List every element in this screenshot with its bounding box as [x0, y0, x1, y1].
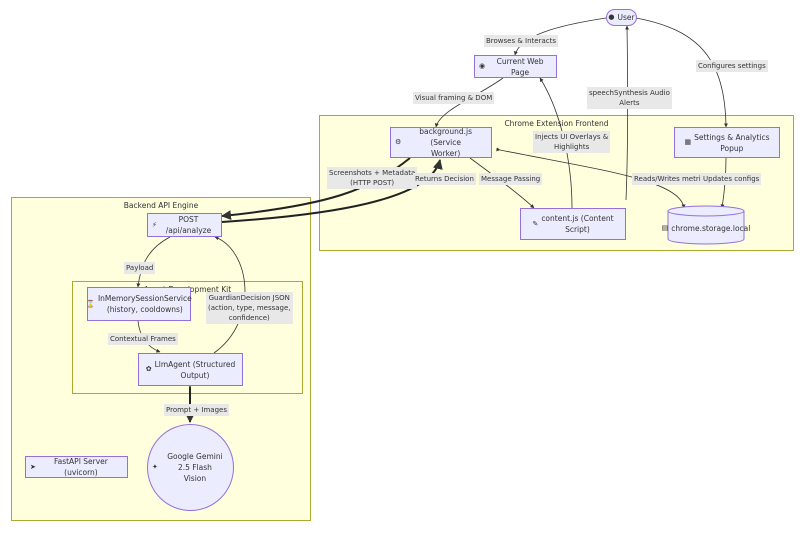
edge-label-guardian: GuardianDecision JSON (action, type, mes…	[206, 292, 293, 324]
edge-label-injects: Injects UI Overlays & Highlights	[533, 131, 611, 153]
edge-label-prompt: Prompt + Images	[164, 404, 229, 416]
node-fastapi-label: FastAPI Server (uvicorn)	[53, 457, 108, 477]
node-post-api-analyze[interactable]: ⚡ POST /api/analyze	[147, 213, 222, 237]
edge-label-returns: Returns Decision	[413, 173, 476, 185]
rocket-icon: ➤	[30, 462, 36, 471]
cabinet-icon: ▤	[661, 224, 669, 232]
node-fastapi-server[interactable]: ➤ FastAPI Server (uvicorn)	[25, 456, 128, 478]
node-chrome-storage-local[interactable]	[667, 205, 745, 245]
edge-guardian	[213, 236, 246, 354]
edge-label-payload: Payload	[124, 262, 156, 274]
node-webpage-label: Current Web Page	[496, 56, 544, 77]
plug-icon: ⚡	[152, 220, 157, 229]
pen-icon: ✎	[532, 219, 539, 228]
edge-configures	[635, 17, 728, 128]
grid-icon: ▦	[684, 138, 692, 146]
edge-label-configures: Configures settings	[696, 60, 768, 72]
hourglass-icon: ⌛	[86, 299, 95, 308]
edge-speech	[625, 25, 630, 201]
edge-label-speech: speechSynthesis Audio Alerts	[587, 87, 672, 109]
globe-icon: ◉	[479, 62, 486, 70]
node-settings-popup[interactable]: ▦Settings & Analytics Popup	[674, 127, 780, 158]
node-gemini-label: Google Gemini 2.5 Flash Vision	[167, 452, 223, 483]
node-google-gemini[interactable]: ✦ Google Gemini 2.5 Flash Vision	[147, 424, 234, 511]
cluster-title: Chrome Extension Frontend	[504, 119, 609, 128]
node-storage-label-wrap: ▤chrome.storage.local	[662, 218, 751, 238]
node-user[interactable]: ●User	[606, 9, 637, 26]
node-storage-label: chrome.storage.local	[671, 223, 751, 233]
node-inmemory-session-service[interactable]: ⌛InMemorySessionService (history, cooldo…	[86, 287, 192, 321]
sparkle-icon: ✦	[152, 463, 158, 471]
edge-label-visual: Visual framing & DOM	[413, 92, 495, 104]
node-agent-label: LlmAgent (Structured Output)	[154, 359, 236, 380]
edge-label-updates: Updates configs	[701, 173, 762, 185]
gear-icon: ⚙	[395, 138, 402, 146]
edge-label-message: Message Passing	[479, 173, 543, 185]
edge-label-reads: Reads/Writes metrics	[632, 173, 711, 185]
node-background-label: background.js (Service Worker)	[419, 127, 472, 158]
edge-label-contextual: Contextual Frames	[108, 333, 178, 345]
node-user-label: User	[617, 13, 635, 22]
node-current-web-page[interactable]: ◉ Current Web Page	[474, 55, 557, 78]
brain-icon: ✿	[145, 365, 152, 373]
user-icon: ●	[608, 13, 615, 21]
edge-label-screenshots: Screenshots + Metadata (HTTP POST)	[327, 167, 418, 189]
edge-label-browses: Browses & Interacts	[484, 35, 559, 47]
node-content-label: content.js (Content Script)	[541, 214, 614, 234]
edge-payload	[136, 236, 171, 288]
node-session-label: InMemorySessionService (history, cooldow…	[97, 294, 192, 314]
edge-updates	[720, 154, 729, 209]
node-api-label: POST /api/analyze	[165, 215, 212, 235]
node-llm-agent[interactable]: ✿LlmAgent (Structured Output)	[138, 353, 243, 386]
node-background-js[interactable]: ⚙ background.js (Service Worker)	[390, 127, 492, 158]
node-settings-label: Settings & Analytics Popup	[694, 132, 770, 153]
node-content-js[interactable]: ✎content.js (Content Script)	[520, 208, 626, 240]
cluster-title: Backend API Engine	[123, 201, 199, 210]
edge-reads	[496, 147, 686, 209]
edge-browses	[513, 15, 610, 56]
